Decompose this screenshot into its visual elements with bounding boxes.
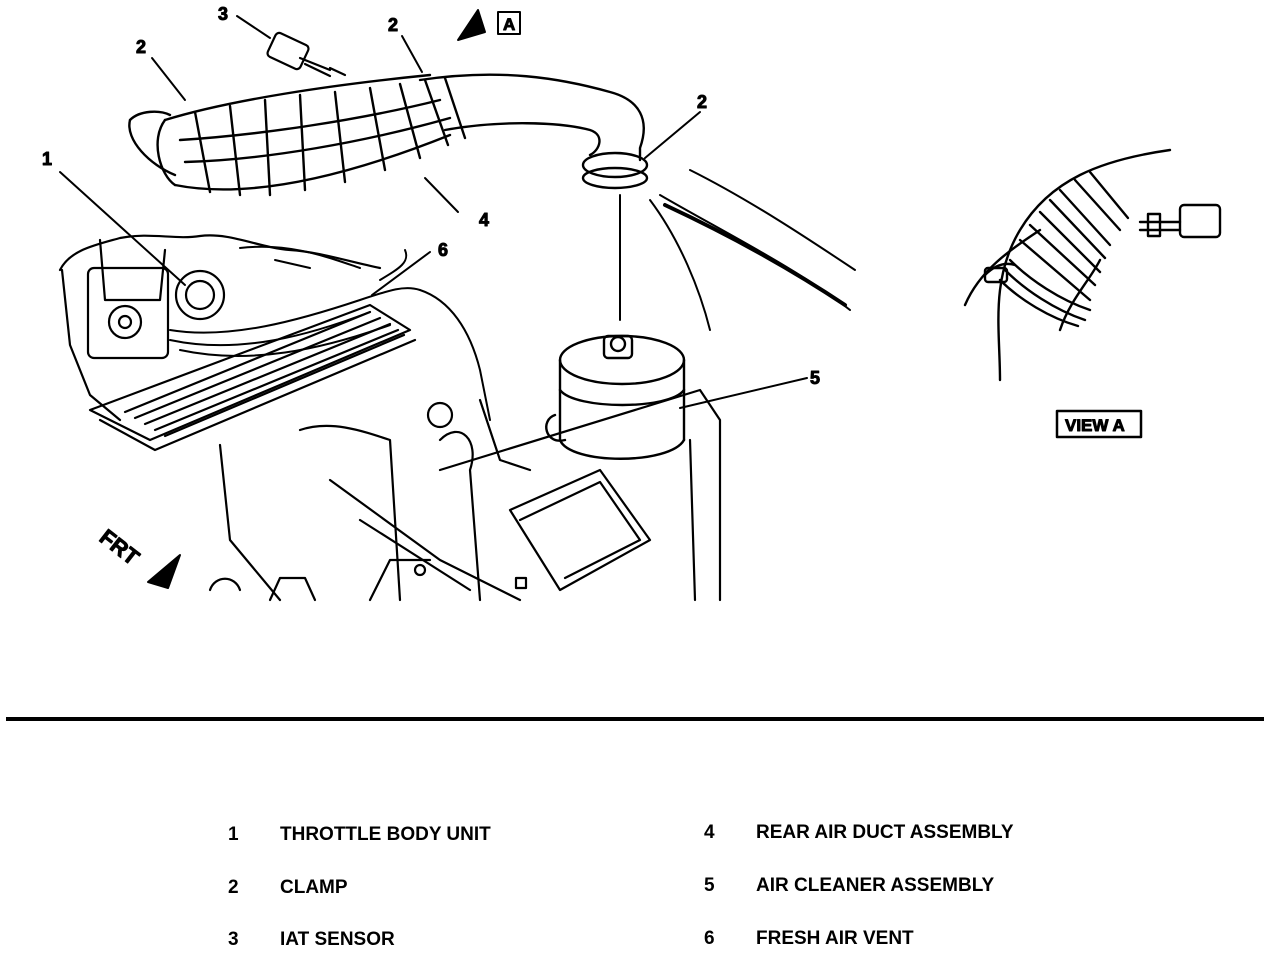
callout-5: 5	[810, 368, 820, 388]
view-a-marker-label: A	[503, 15, 515, 34]
iat-sensor	[266, 31, 347, 78]
legend-label: AIR CLEANER ASSEMBLY	[756, 875, 995, 896]
engine-block	[58, 234, 722, 602]
view-a-caption-label: VIEW A	[1065, 416, 1125, 435]
air-cleaner-assembly	[545, 334, 686, 460]
legend-label: REAR AIR DUCT ASSEMBLY	[756, 822, 1014, 843]
view-a-arrow-icon	[457, 9, 486, 41]
view-a-inset	[963, 148, 1222, 382]
legend-number: 6	[704, 928, 715, 949]
fresh-air-tubes	[619, 169, 856, 331]
legend-number: 1	[228, 824, 239, 845]
callout-2-top: 2	[388, 15, 398, 35]
front-label: FRT	[95, 524, 145, 570]
legend-number: 3	[228, 929, 239, 950]
legend-label: CLAMP	[280, 877, 348, 898]
callout-6: 6	[438, 240, 448, 260]
legend-label: FRESH AIR VENT	[756, 928, 914, 949]
legend-label: THROTTLE BODY UNIT	[280, 824, 491, 845]
rear-air-duct-assembly	[128, 73, 649, 197]
front-arrow-icon	[147, 554, 181, 589]
legend-divider	[6, 717, 1264, 721]
legend-label: IAT SENSOR	[280, 929, 395, 950]
wiring-harness	[169, 245, 491, 421]
callout-2-left: 2	[136, 37, 146, 57]
legend-number: 5	[704, 875, 715, 896]
callout-3: 3	[218, 4, 228, 24]
leader-lines	[59, 15, 808, 409]
engine-air-intake-diagram: 1 2 2 2 3 4 5 6 A VIEW A FRT	[42, 4, 1222, 602]
legend-number: 2	[228, 877, 239, 898]
callout-1: 1	[42, 149, 52, 169]
callout-2-right: 2	[697, 92, 707, 112]
callout-4: 4	[479, 210, 489, 230]
view-a-caption: VIEW A	[1055, 409, 1143, 439]
legend-number: 4	[704, 822, 715, 843]
view-a-marker: A	[497, 11, 521, 35]
